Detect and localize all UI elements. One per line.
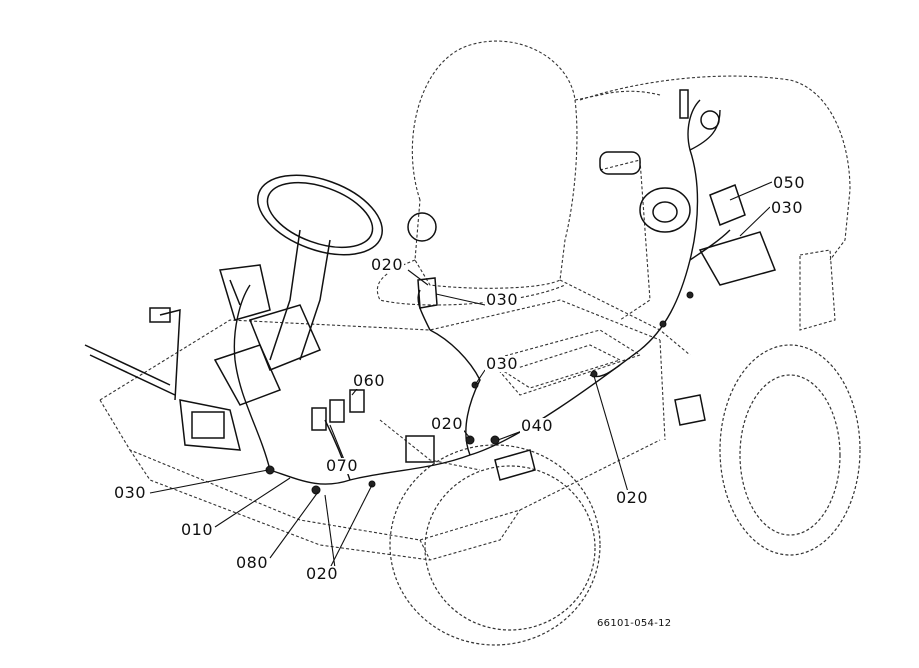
seat-outline [376, 40, 661, 306]
callout-030-seat: 030 [485, 290, 520, 309]
callout-050: 050 [772, 173, 807, 192]
steering-wheel [257, 174, 383, 361]
callout-060: 060 [352, 371, 387, 390]
figure-reference-number: 66101-054-12 [597, 618, 672, 629]
callout-020-right: 020 [615, 488, 650, 507]
callout-020-seat: 020 [370, 255, 405, 274]
callout-080: 080 [235, 553, 270, 572]
front-tire [389, 444, 601, 646]
fuse-relays [311, 389, 435, 463]
callout-020-bottom: 020 [305, 564, 340, 583]
hood-outline [99, 299, 666, 561]
leader-lines [149, 181, 773, 569]
wiring-harness [233, 99, 731, 495]
control-levers [84, 307, 181, 401]
rear-tire [719, 344, 861, 556]
engine-components [407, 89, 777, 481]
callout-040: 040 [520, 416, 555, 435]
dashboard-console [213, 264, 322, 406]
callout-030-engine: 030 [770, 198, 805, 217]
callout-010: 010 [180, 520, 215, 539]
callout-020-center: 020 [430, 414, 465, 433]
callout-030-floor: 030 [485, 354, 520, 373]
callout-070: 070 [325, 456, 360, 475]
headlight [179, 399, 241, 451]
callout-030-front: 030 [113, 483, 148, 502]
rear-body-outline [559, 75, 851, 356]
